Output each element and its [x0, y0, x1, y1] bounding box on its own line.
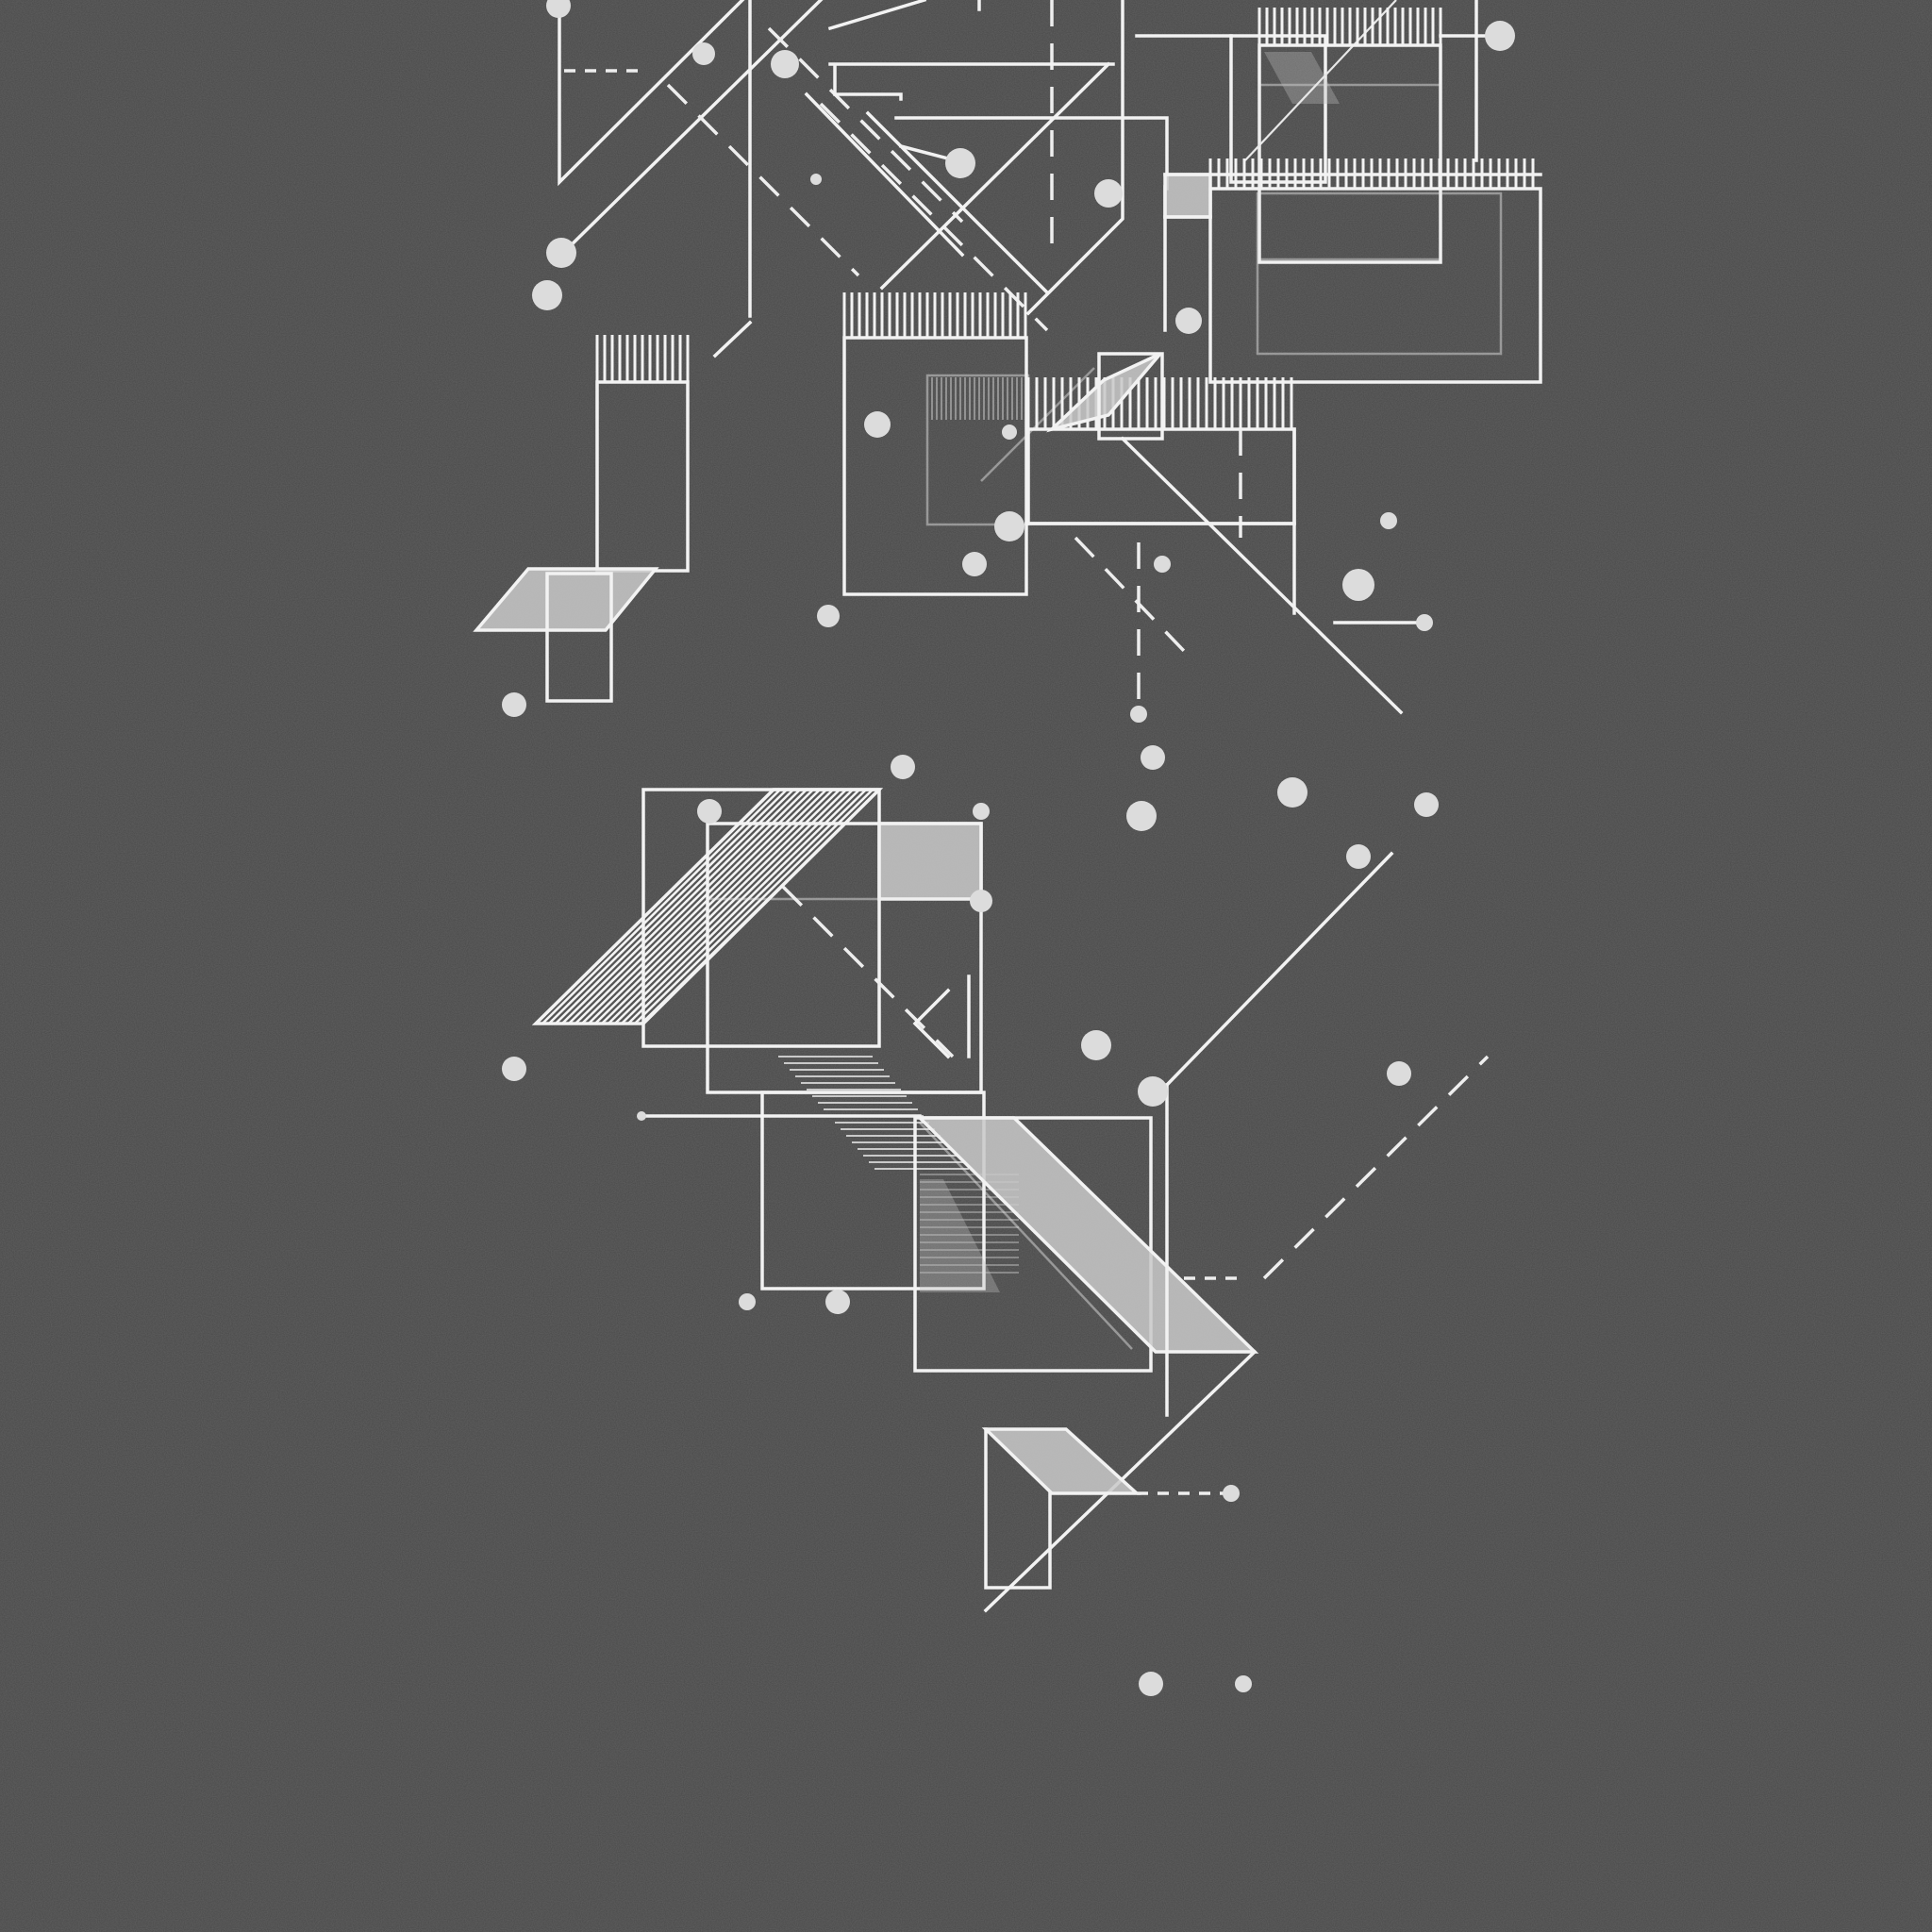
middle-box — [760, 1091, 986, 1291]
left-tall-comb — [595, 335, 690, 384]
dot — [502, 692, 526, 717]
bottom-box — [984, 1427, 1052, 1590]
dot — [825, 1290, 850, 1314]
dot — [1485, 21, 1515, 51]
dot — [1235, 1675, 1252, 1692]
upper-small-angle — [912, 988, 951, 1059]
roof-hatch-line — [621, 789, 860, 1024]
upper-shade-box — [877, 822, 983, 901]
dot — [962, 552, 987, 576]
diagonal-line-d — [879, 61, 1111, 291]
dots — [502, 0, 1515, 1696]
diagonal-line-e — [827, 0, 927, 31]
dot — [994, 511, 1024, 541]
connector-h-c — [833, 64, 903, 101]
long-right-diagonal — [1120, 436, 1404, 715]
dot — [697, 799, 722, 824]
right-long-dash — [1262, 1055, 1490, 1280]
dot — [1342, 569, 1374, 601]
lower-box — [913, 1116, 1153, 1373]
center-tall-comb — [842, 292, 1027, 340]
roof-hatch-line — [601, 789, 841, 1024]
roof-hatch-line — [581, 789, 821, 1024]
dot — [532, 280, 562, 310]
dot — [692, 42, 715, 65]
dot — [1126, 801, 1157, 831]
dot — [546, 0, 571, 18]
roof-hatch-line — [555, 789, 794, 1024]
dot — [1414, 792, 1439, 817]
center-right-comb — [1026, 377, 1294, 431]
dot — [1346, 844, 1371, 869]
upper-cluster — [473, 0, 1542, 715]
roof-hatch-line — [594, 789, 834, 1024]
top-left-triangle — [558, 0, 745, 187]
dot — [1141, 745, 1165, 770]
center-diagonal-dash — [1074, 536, 1186, 653]
dot — [546, 238, 576, 268]
dot — [945, 148, 975, 178]
dot — [810, 174, 822, 185]
dot — [1277, 777, 1307, 808]
diagonal-dash-b — [767, 26, 964, 224]
center-right-frame — [1025, 0, 1124, 316]
dot — [637, 1111, 646, 1121]
dot — [1130, 706, 1147, 723]
dot — [864, 411, 891, 438]
roof-hatch-line — [548, 789, 788, 1024]
dot — [891, 755, 915, 779]
dot — [817, 605, 840, 627]
upper-square — [641, 788, 881, 1048]
connector-h-a — [894, 116, 1169, 191]
dot — [1380, 512, 1397, 529]
roof-hatch-line — [634, 789, 874, 1024]
top-right-shade — [1264, 52, 1340, 104]
roof-hatch-line — [627, 789, 867, 1024]
dot — [1139, 1672, 1163, 1696]
dot — [739, 1293, 756, 1310]
diagonal-line-c — [865, 110, 1050, 295]
dot — [1416, 614, 1433, 631]
dot — [1138, 1076, 1168, 1107]
top-right-comb — [1257, 8, 1442, 47]
top-right-diagonal — [1244, 0, 1397, 161]
roof-hatch-line — [541, 789, 781, 1024]
roof-hatch-line — [561, 789, 801, 1024]
dot — [1223, 1485, 1240, 1502]
roof-hatch-line — [614, 789, 854, 1024]
dot — [1002, 425, 1017, 440]
lower-cluster — [531, 788, 1490, 1613]
lower-diagonal-inner — [919, 1122, 1133, 1350]
right-diagonal-b — [1164, 851, 1394, 1088]
dot — [771, 50, 799, 78]
left-small-box — [545, 572, 613, 703]
dot — [970, 890, 992, 912]
dot — [973, 803, 990, 820]
center-right-small-box — [1097, 352, 1164, 441]
roof-hatch-line — [575, 789, 814, 1024]
diagonal-line-b — [804, 92, 965, 258]
dot — [502, 1057, 526, 1081]
short-diagonal-a — [712, 320, 753, 358]
roof-hatch-line — [608, 789, 847, 1024]
center-inner-hatch — [931, 377, 1023, 420]
long-diagonal-a — [558, 0, 824, 258]
dot — [1081, 1030, 1111, 1060]
diagonal-dash-a — [666, 83, 860, 277]
dot — [1154, 556, 1171, 573]
dot — [1387, 1061, 1411, 1086]
big-right-comb — [1208, 158, 1541, 191]
dot — [1094, 179, 1123, 208]
roof-hatch-line — [568, 789, 808, 1024]
lower-inner-shade — [920, 1179, 1000, 1292]
dot — [1175, 308, 1202, 334]
big-right-inner-box — [1256, 192, 1503, 356]
big-right-shade — [1163, 173, 1212, 219]
